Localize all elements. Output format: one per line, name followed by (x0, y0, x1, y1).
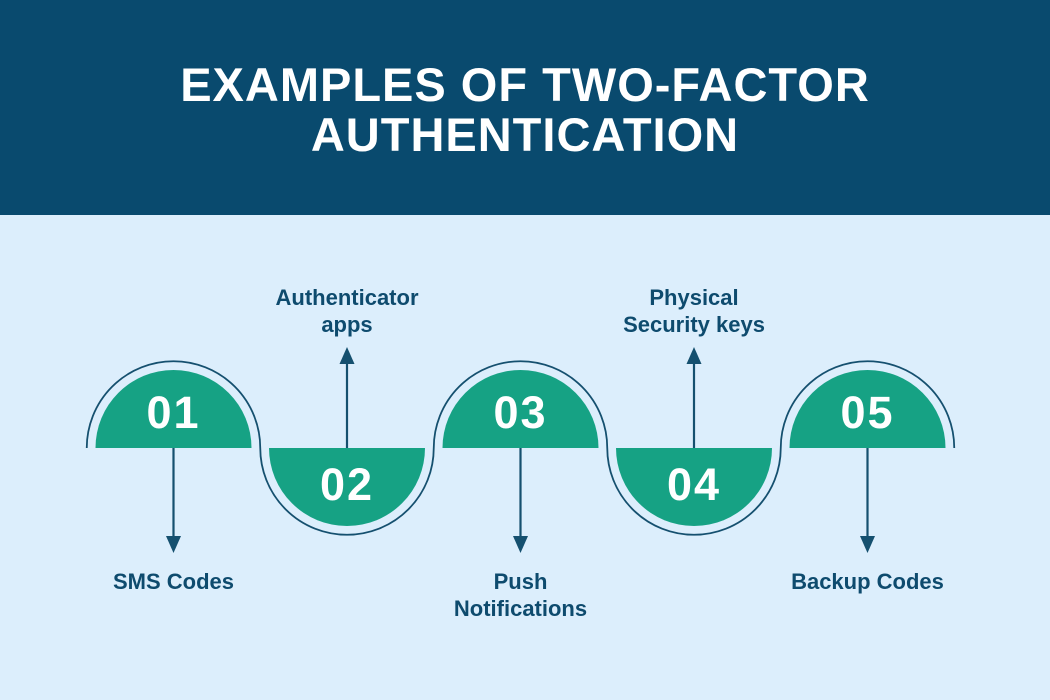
step-2-bowl-shape (269, 448, 425, 526)
arrow-head (513, 536, 528, 553)
step-4-number: 04 (666, 459, 722, 510)
arrow-head (166, 536, 181, 553)
step-3-number: 03 (493, 387, 548, 438)
step-5-down-arrow (860, 448, 875, 553)
step-4-bowl-shape (616, 448, 772, 526)
wave-outline (85, 360, 956, 536)
step-3-label: Push Notifications (453, 569, 588, 621)
step-4-label: Physical Security keys (623, 285, 765, 337)
arrow-head (860, 536, 875, 553)
step-3-down-arrow (513, 448, 528, 553)
page-title: EXAMPLES OF TWO-FACTOR AUTHENTICATION (0, 60, 1050, 160)
step-1-dome-shape (95, 370, 252, 448)
step-5-label: Backup Codes (791, 569, 944, 594)
step-5-dome-shape (789, 370, 946, 448)
step-2-label: Authenticator apps (275, 285, 419, 337)
step-2-up-arrow (339, 347, 355, 448)
step-1-label: SMS Codes (112, 569, 235, 594)
arrow-head (339, 347, 355, 364)
step-1-number: 01 (146, 387, 201, 438)
step-4-up-arrow (686, 347, 702, 448)
step-3-dome-shape (442, 370, 599, 448)
step-1-down-arrow (166, 448, 181, 553)
step-5-number: 05 (840, 387, 895, 438)
page-title-line-2: AUTHENTICATION (310, 108, 740, 161)
step-2-number: 02 (319, 459, 375, 510)
header-banner: EXAMPLES OF TWO-FACTOR AUTHENTICATION (0, 0, 1050, 215)
page-title-line-1: EXAMPLES OF TWO-FACTOR (180, 58, 870, 111)
arrow-head (686, 347, 702, 364)
